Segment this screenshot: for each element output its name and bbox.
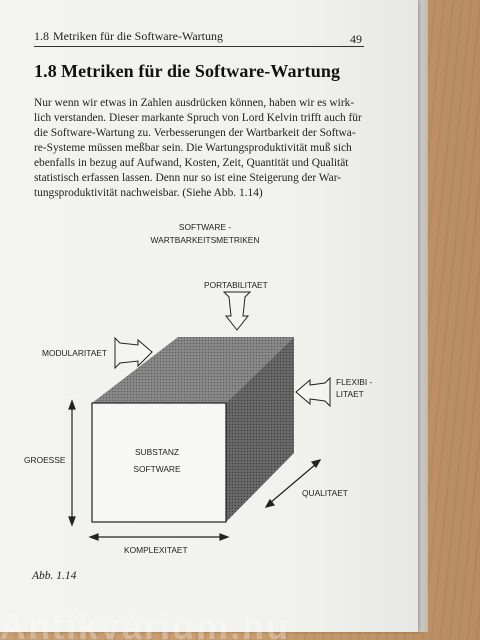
header-rule xyxy=(34,46,364,47)
complexity-axis-arrow xyxy=(88,533,230,541)
body-line: re-Systeme müssen meßbar sein. Die Wartu… xyxy=(34,142,352,154)
body-line: die Software-Wartung zu. Verbesserungen … xyxy=(34,127,356,139)
portability-label: PORTABILITAET xyxy=(204,280,268,290)
body-line: lich verstanden. Dieser markante Spruch … xyxy=(34,112,362,124)
section-heading-text: Metriken für die Software-Wartung xyxy=(61,61,341,81)
running-head-section: 1.8 xyxy=(34,29,49,43)
cube-diagram xyxy=(68,291,331,541)
running-head-title: Metriken für die Software-Wartung xyxy=(53,29,223,43)
flexibility-label-line: LITAET xyxy=(336,389,364,399)
complexity-label: KOMPLEXITAET xyxy=(124,545,188,555)
body-line: statistisch erfassen lassen. Denn nur so… xyxy=(34,172,342,184)
portability-arrow xyxy=(222,291,252,331)
body-line: ebenfalls in bezug auf Aufwand, Kosten, … xyxy=(34,157,349,169)
flexibility-label: FLEXIBI - LITAET xyxy=(336,376,372,400)
size-label: GROESSE xyxy=(24,455,66,465)
body-line: tungsproduktivität nachweisbar. (Siehe A… xyxy=(34,187,263,199)
flexibility-label-line: FLEXIBI - xyxy=(336,377,373,387)
substance-label-line: SUBSTANZ xyxy=(134,447,180,457)
page-edge xyxy=(418,0,428,632)
substance-label: SUBSTANZ SOFTWARE xyxy=(121,444,193,478)
figure-title: SOFTWARE - WARTBARKEITSMETRIKEN xyxy=(145,221,265,247)
cube-front-face xyxy=(91,402,227,523)
book-page: 1.8 Metriken für die Software-Wartung 49… xyxy=(0,0,418,632)
cube-top-face xyxy=(92,337,294,403)
size-axis-arrow xyxy=(68,399,76,527)
modularity-label: MODULARITAET xyxy=(42,348,107,358)
watermark: Antikvárium.hu xyxy=(0,606,291,640)
body-paragraph: Nur wenn wir etwas in Zahlen ausdrücken … xyxy=(34,96,370,201)
page-number: 49 xyxy=(350,32,362,46)
substance-label-line: SOFTWARE xyxy=(133,464,181,474)
quality-label: QUALITAET xyxy=(302,488,348,498)
quality-axis-arrow xyxy=(264,459,322,508)
modularity-arrow xyxy=(114,336,153,370)
figure-title-line: SOFTWARE - xyxy=(178,222,232,232)
body-line: Nur wenn wir etwas in Zahlen ausdrücken … xyxy=(34,97,355,109)
figure-title-line: WARTBARKEITSMETRIKEN xyxy=(150,235,260,245)
cube-side-face xyxy=(226,337,294,522)
figure-caption: Abb. 1.14 xyxy=(32,570,77,582)
section-heading-number: 1.8 xyxy=(34,61,57,81)
flexibility-arrow xyxy=(295,376,331,408)
